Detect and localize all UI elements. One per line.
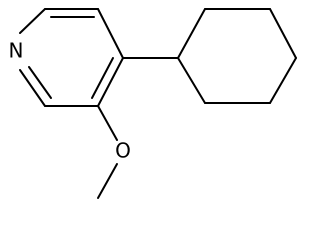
oxygen-atom-label: O	[115, 139, 131, 163]
bond-o-ch3	[97, 163, 118, 199]
nitrogen-atom-label: N	[9, 39, 24, 63]
bond-cy6-cy1	[177, 57, 206, 104]
bond-c6-n-inner	[28, 66, 52, 99]
bond-c3-c4	[97, 8, 124, 59]
bond-cy1-cy2	[177, 8, 206, 59]
chemical-structure: N O	[9, 8, 297, 199]
pyridine-ring	[19, 8, 124, 107]
bond-c5-o	[97, 105, 118, 141]
bond-c4-c5	[97, 57, 124, 107]
methoxy-group	[97, 105, 118, 199]
bond-c4-c5-inner	[91, 57, 114, 99]
bond-c6-n	[19, 69, 46, 107]
cyclohexyl-ring	[122, 8, 297, 104]
bond-cy3-cy4	[269, 8, 297, 59]
bond-cy4-cy5	[269, 57, 297, 104]
bond-n-c2	[19, 8, 46, 34]
